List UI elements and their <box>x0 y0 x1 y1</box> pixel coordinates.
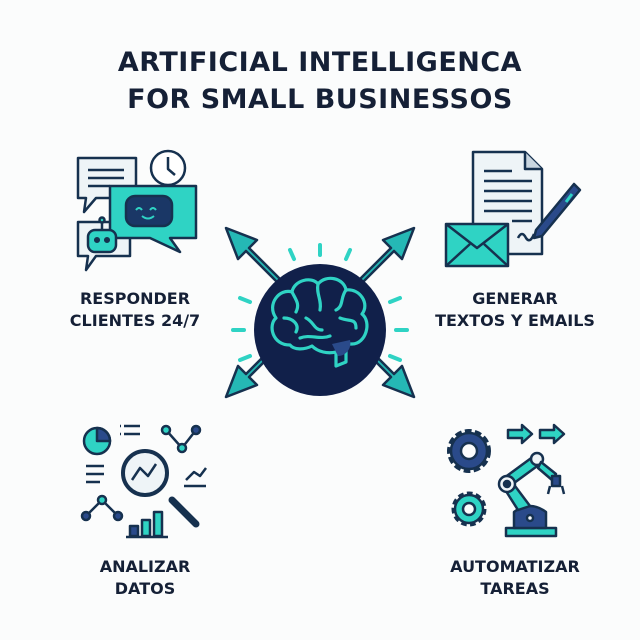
label-automatizar-tareas: AUTOMATIZAR TAREAS <box>450 557 580 598</box>
title-line-1: ARTIFICIAL INTELLIGENCA <box>117 47 523 78</box>
label-generar-textos: GENERAR TEXTOS Y EMAILS <box>435 289 595 330</box>
title-line-2: FOR SMALL BUSINESSOS <box>127 84 513 115</box>
chatbot-icon <box>76 149 198 272</box>
page-title: ARTIFICIAL INTELLIGENCA FOR SMALL BUSINE… <box>0 44 640 118</box>
brain-icon <box>254 264 386 396</box>
robot-arm-gears-icon <box>447 423 566 538</box>
data-analysis-icon <box>80 424 207 539</box>
label-analizar-datos: ANALIZAR DATOS <box>99 557 191 598</box>
document-email-icon <box>444 150 582 268</box>
glow-rays <box>231 243 409 362</box>
label-responder-clientes: RESPONDER CLIENTES 24/7 <box>69 289 201 330</box>
